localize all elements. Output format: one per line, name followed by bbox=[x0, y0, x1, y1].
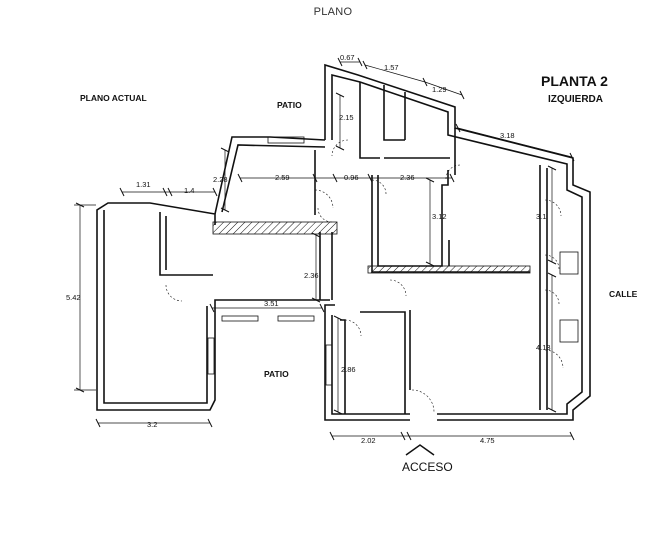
windows bbox=[207, 136, 579, 386]
dimension-lines bbox=[74, 61, 573, 437]
dim-4-13: 4.13 bbox=[536, 343, 551, 352]
label-acceso: ACCESO bbox=[402, 460, 453, 474]
plan-subtitle: IZQUIERDA bbox=[548, 94, 603, 105]
dim-2-28: 2.28 bbox=[213, 175, 228, 184]
dim-1-4: 1.4 bbox=[184, 186, 194, 195]
dim-2-59: 2.59 bbox=[275, 173, 290, 182]
label-plano-actual: PLANO ACTUAL bbox=[80, 93, 147, 103]
access-arrow-icon bbox=[405, 444, 435, 456]
dim-2-15: 2.15 bbox=[339, 113, 354, 122]
dim-4-75: 4.75 bbox=[480, 436, 495, 445]
doors bbox=[165, 139, 564, 413]
dim-2-36-corridor: 2.36 bbox=[304, 271, 319, 280]
label-calle: CALLE bbox=[609, 289, 638, 299]
dim-5-42: 5.42 bbox=[66, 293, 81, 302]
label-patio-top: PATIO bbox=[277, 100, 302, 110]
dim-3-2: 3.2 bbox=[147, 420, 157, 429]
dim-0-67: 0.67 bbox=[340, 53, 355, 62]
dim-1-31: 1.31 bbox=[136, 180, 151, 189]
hatched-wall-right bbox=[367, 265, 531, 274]
dim-3-51: 3.51 bbox=[264, 299, 279, 308]
dimension-ticks bbox=[75, 57, 575, 441]
dim-0-96: 0.96 bbox=[344, 173, 359, 182]
dim-3-18: 3.18 bbox=[500, 131, 515, 140]
dim-2-02: 2.02 bbox=[361, 436, 376, 445]
dim-1-57: 1.57 bbox=[384, 63, 399, 72]
dim-2-86: 2.86 bbox=[341, 365, 356, 374]
dim-1-29: 1.29 bbox=[432, 85, 447, 94]
dimension-labels: 0.67 1.57 1.29 3.18 2.15 1.31 1.4 2.28 2… bbox=[66, 53, 551, 445]
dim-3-12: 3.12 bbox=[432, 212, 447, 221]
page-title: PLANO bbox=[313, 6, 353, 18]
hatched-wall-left bbox=[212, 221, 338, 235]
label-patio-bottom: PATIO bbox=[264, 369, 289, 379]
dim-3-1: 3.1 bbox=[536, 212, 546, 221]
plan-title: PLANTA 2 bbox=[541, 73, 608, 89]
dim-2-36-top: 2.36 bbox=[400, 173, 415, 182]
